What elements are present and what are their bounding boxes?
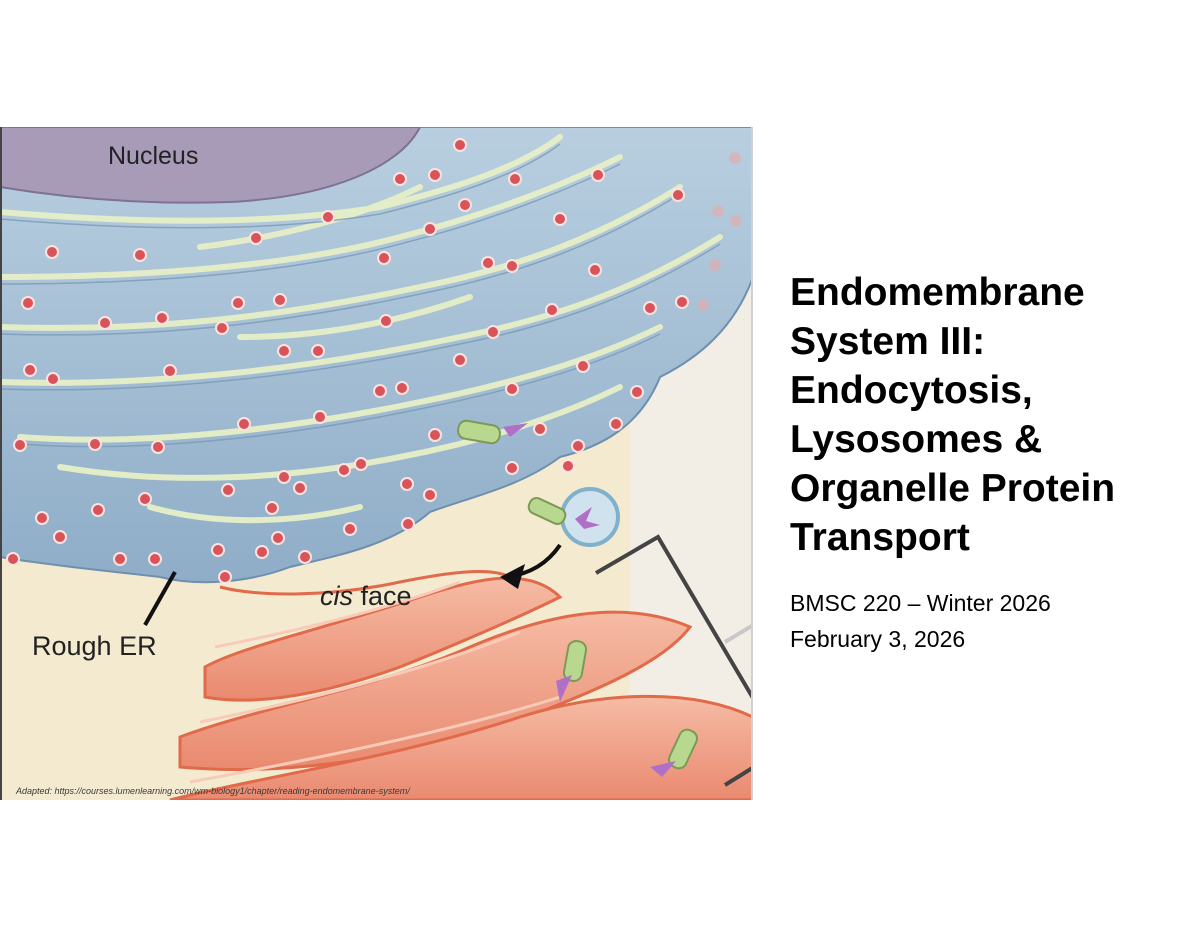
title-line: Organelle Protein	[790, 464, 1190, 513]
image-credit: Adapted: https://courses.lumenlearning.c…	[16, 786, 410, 796]
cis-face-label: cis face	[320, 581, 412, 612]
course-subtitle: BMSC 220 – Winter 2026	[790, 590, 1051, 617]
nucleus-label: Nucleus	[108, 142, 198, 171]
title-line: Endocytosis,	[790, 366, 1190, 415]
title-line: Transport	[790, 513, 1190, 562]
endomembrane-illustration	[0, 127, 753, 800]
slide-title: Endomembrane System III: Endocytosis, Ly…	[790, 268, 1190, 562]
title-line: System III:	[790, 317, 1190, 366]
rough-er-label: Rough ER	[32, 631, 157, 662]
transport-vesicle	[562, 489, 618, 545]
title-line: Endomembrane	[790, 268, 1190, 317]
face-text: face	[353, 581, 412, 611]
lecture-date: February 3, 2026	[790, 626, 965, 653]
cis-italic: cis	[320, 581, 353, 611]
title-line: Lysosomes &	[790, 415, 1190, 464]
